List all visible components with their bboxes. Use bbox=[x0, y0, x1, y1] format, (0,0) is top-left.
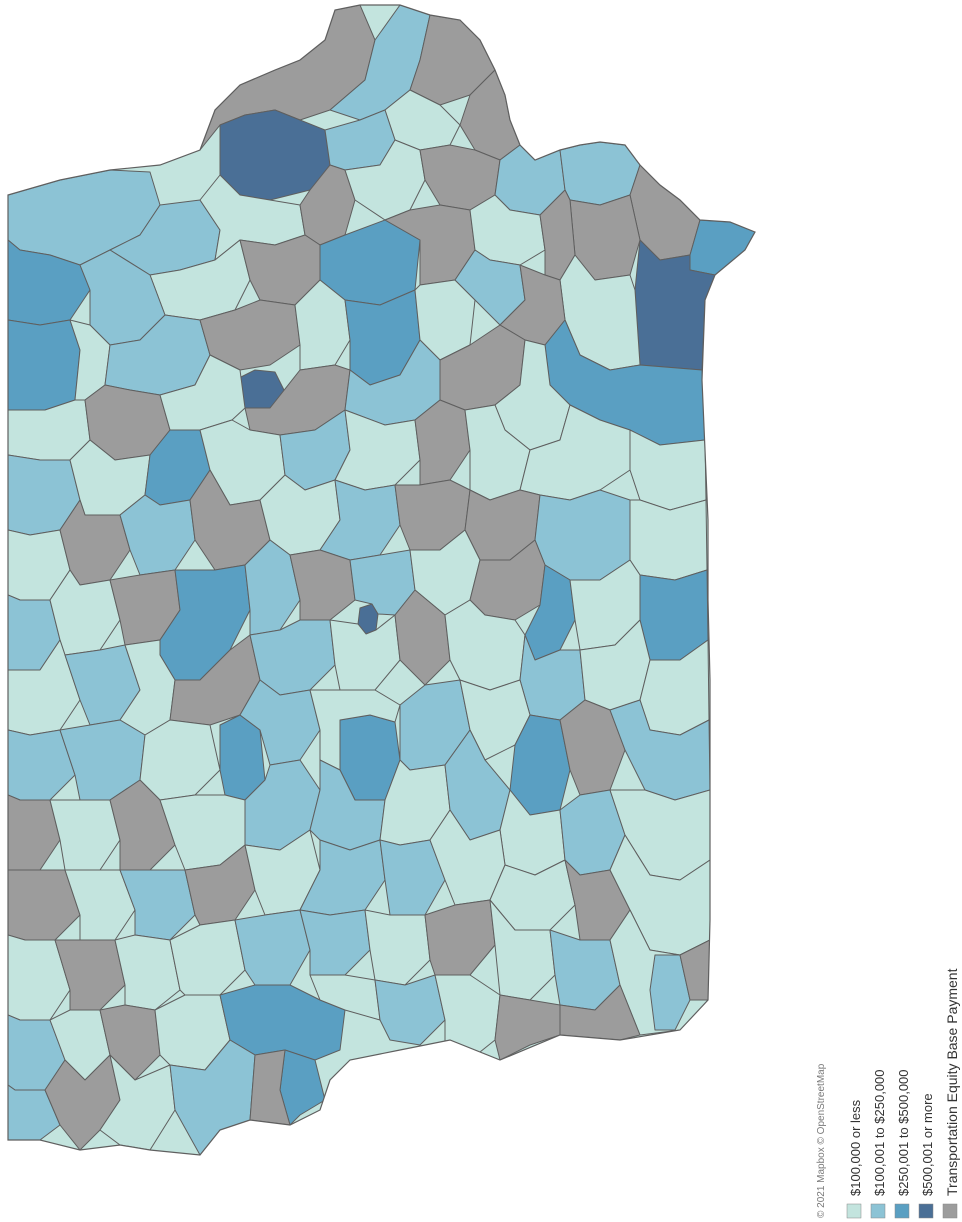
district bbox=[374, 974, 446, 1046]
district bbox=[8, 319, 81, 411]
district bbox=[424, 899, 496, 976]
legend-title: Transportation Equity Base Payment bbox=[944, 968, 960, 1196]
map-legend: © 2021 Mapbox © OpenStreetMap $100,000 o… bbox=[816, 968, 960, 1219]
legend-swatch-title bbox=[942, 1203, 958, 1219]
legend-label-2: $250,001 to $500,000 bbox=[896, 1069, 911, 1196]
district bbox=[114, 934, 181, 1011]
district bbox=[309, 689, 401, 771]
district bbox=[289, 549, 356, 621]
district bbox=[64, 869, 136, 941]
district bbox=[169, 919, 246, 996]
district bbox=[629, 499, 708, 581]
legend-swatch-0 bbox=[846, 1203, 862, 1219]
district bbox=[49, 799, 121, 871]
map-attribution: © 2021 Mapbox © OpenStreetMap bbox=[816, 1063, 827, 1218]
district bbox=[379, 839, 446, 916]
district bbox=[244, 539, 301, 636]
legend-swatch-3 bbox=[918, 1203, 934, 1219]
district bbox=[434, 974, 501, 1061]
district bbox=[54, 939, 126, 1011]
legend-label-0: $100,000 or less bbox=[848, 1099, 863, 1196]
district bbox=[494, 994, 561, 1061]
district bbox=[639, 569, 709, 661]
legend-swatch-2 bbox=[894, 1203, 910, 1219]
district bbox=[184, 844, 256, 926]
district bbox=[299, 909, 371, 976]
district bbox=[534, 489, 631, 581]
district bbox=[234, 909, 311, 986]
district bbox=[109, 779, 176, 871]
district bbox=[489, 899, 556, 1001]
district bbox=[294, 279, 351, 371]
district bbox=[414, 399, 471, 486]
legend-label-3: $500,001 or more bbox=[920, 1093, 935, 1196]
district bbox=[364, 909, 431, 986]
district bbox=[249, 1049, 291, 1126]
legend-label-1: $100,001 to $250,000 bbox=[872, 1069, 887, 1196]
district bbox=[119, 869, 196, 941]
district bbox=[559, 699, 626, 796]
legend-swatch-1 bbox=[870, 1203, 886, 1219]
state-outline bbox=[7, 4, 756, 1156]
